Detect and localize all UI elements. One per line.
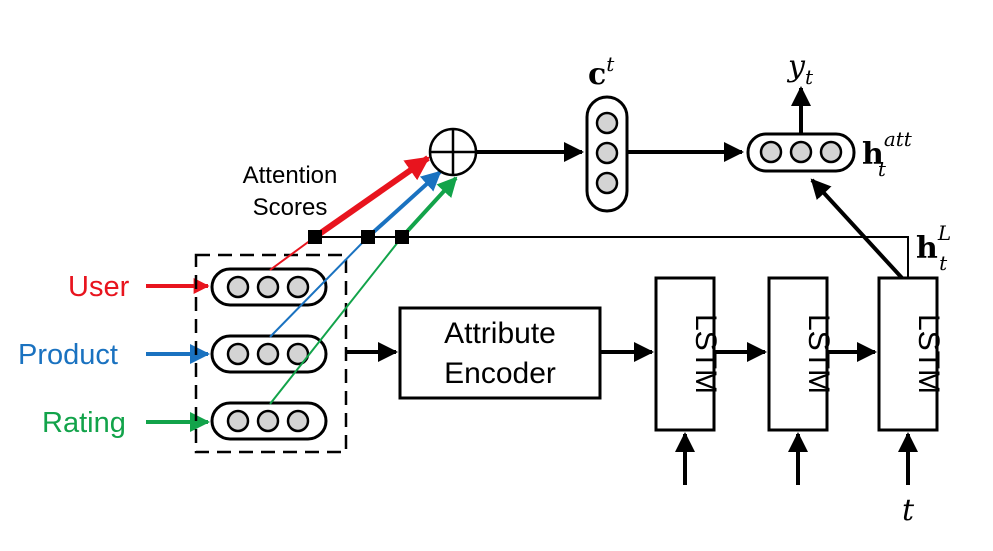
product-attention-line bbox=[269, 236, 369, 338]
context-vector bbox=[585, 95, 629, 213]
rating-attention-score bbox=[395, 230, 409, 244]
product-attention-score bbox=[361, 230, 375, 244]
rating-embedding bbox=[210, 401, 328, 441]
attribute-encoder-label-line2: Encoder bbox=[444, 357, 556, 390]
user-embedding bbox=[210, 267, 328, 307]
product-embedding bbox=[210, 334, 328, 374]
product-label: Product bbox=[18, 339, 118, 371]
rating-attention-line bbox=[269, 236, 403, 405]
rating-weighted-arrow bbox=[400, 176, 458, 239]
lstm-to-attention-hidden-arrow bbox=[810, 178, 904, 280]
attention-scores-label-line2: Scores bbox=[253, 194, 328, 221]
lstm-cell-1 bbox=[654, 276, 716, 432]
user-attention-line bbox=[269, 236, 316, 271]
lstm-cell-2 bbox=[767, 276, 829, 432]
attribute-encoder-label-line1: Attribute bbox=[444, 317, 556, 350]
product-weighted-arrow bbox=[366, 170, 442, 239]
context-vector-label: ct bbox=[588, 52, 615, 92]
lstm-cell-3-label: LSTM bbox=[912, 314, 945, 394]
user-label: User bbox=[68, 271, 130, 303]
user-attention-score bbox=[308, 230, 322, 244]
hidden-state-line bbox=[315, 236, 909, 278]
rating-label: Rating bbox=[42, 407, 126, 439]
lstm-cell-3 bbox=[877, 276, 939, 432]
attention-scores-label-line1: Attention bbox=[243, 162, 338, 189]
time-input-label: t bbox=[902, 493, 915, 528]
attentional-hidden-state bbox=[746, 132, 856, 173]
sum-node bbox=[428, 127, 478, 177]
user-weighted-arrow bbox=[313, 155, 430, 240]
output-label: yt bbox=[786, 49, 814, 89]
